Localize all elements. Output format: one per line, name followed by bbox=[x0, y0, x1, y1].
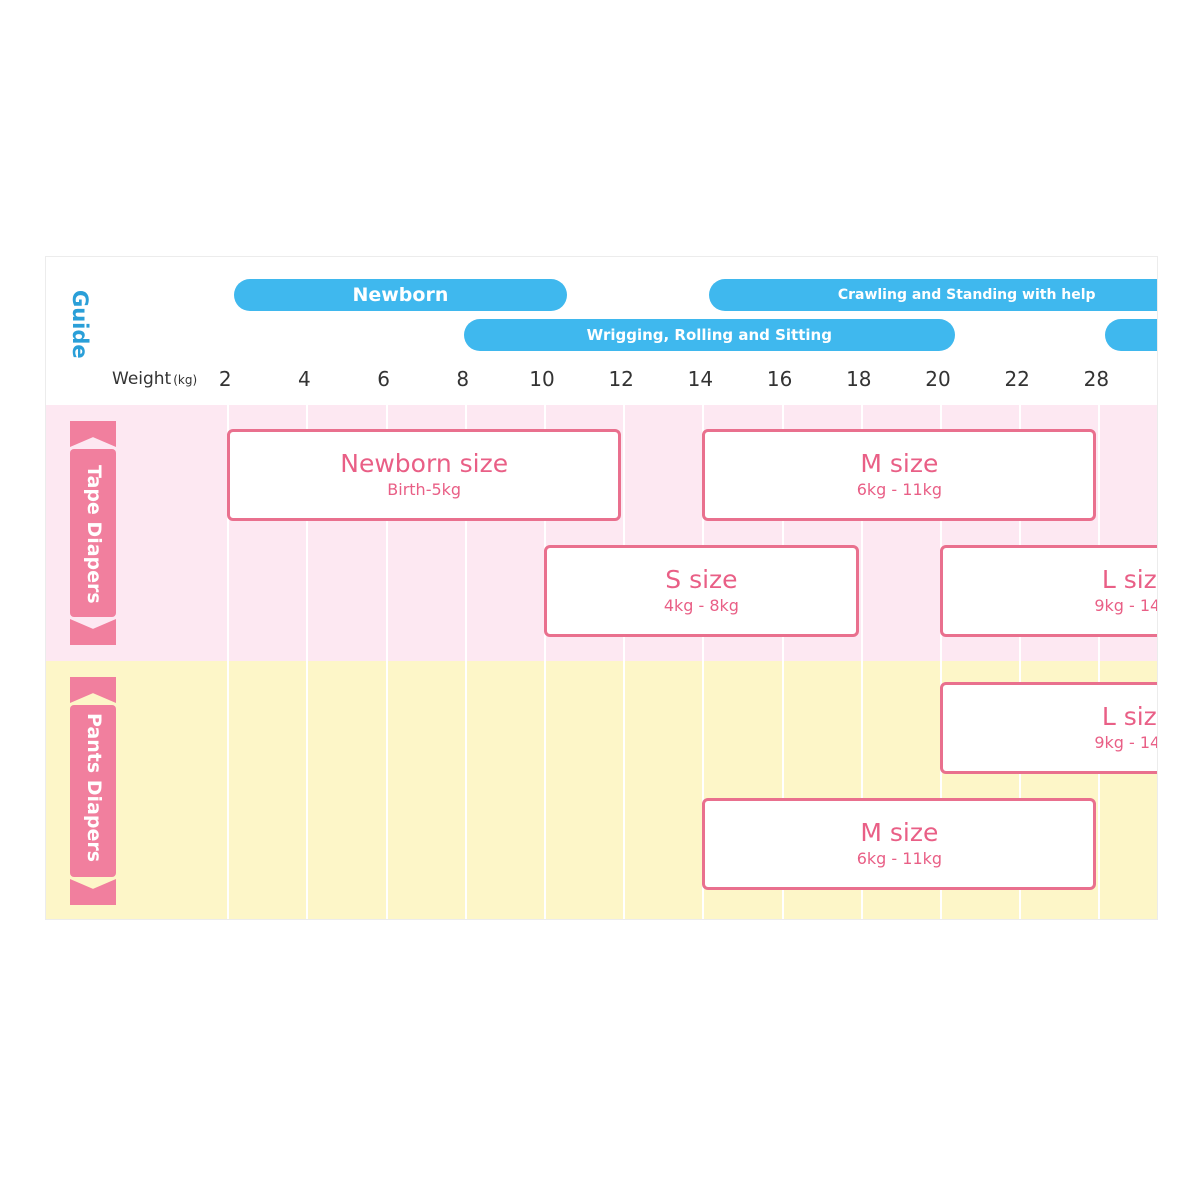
gridline bbox=[385, 405, 388, 919]
weight-axis-text: Weight bbox=[112, 369, 172, 389]
size-box: L size 9kg - 14kg bbox=[940, 545, 1157, 637]
tape-diapers-ribbon: Tape Diapers bbox=[70, 421, 116, 645]
gridline bbox=[860, 405, 863, 919]
size-chart-panel: Guide Newborn Crawling and Standing with … bbox=[45, 256, 1158, 920]
size-name: M size bbox=[860, 818, 939, 847]
size-box: S size 4kg - 8kg bbox=[544, 545, 859, 637]
gridline bbox=[227, 405, 230, 919]
gridline bbox=[702, 405, 705, 919]
guide-stage-pill: Newborn bbox=[234, 279, 567, 311]
gridline bbox=[306, 405, 309, 919]
axis-tick-label: 6 bbox=[377, 367, 390, 391]
axis-tick-label: 20 bbox=[925, 367, 951, 391]
weight-axis-label: Weight(kg) bbox=[112, 369, 197, 389]
gridline bbox=[781, 405, 784, 919]
gridline bbox=[1098, 405, 1101, 919]
size-box: M size 6kg - 11kg bbox=[702, 429, 1097, 521]
size-range: 9kg - 14kg bbox=[1094, 733, 1157, 752]
ribbon-bottom-notch bbox=[70, 619, 116, 645]
axis-tick-label: 8 bbox=[456, 367, 470, 391]
size-name: M size bbox=[860, 449, 939, 478]
size-range: 6kg - 11kg bbox=[856, 849, 943, 868]
size-box: M size 6kg - 11kg bbox=[702, 798, 1097, 890]
size-name: S size bbox=[665, 565, 738, 594]
size-range: 4kg - 8kg bbox=[663, 596, 739, 615]
size-name: L size bbox=[1101, 565, 1157, 594]
gridline bbox=[623, 405, 626, 919]
size-range: Birth-5kg bbox=[387, 480, 462, 499]
axis-tick-label: 28 bbox=[1083, 367, 1110, 391]
axis-tick-label: 12 bbox=[608, 367, 634, 391]
tape-diapers-label: Tape Diapers bbox=[83, 465, 105, 604]
axis-tick-label: 2 bbox=[218, 367, 232, 391]
guide-stage-pill: Crawling and Standing with help bbox=[709, 279, 1157, 311]
axis-tick-label: 16 bbox=[766, 367, 793, 391]
axis-tick-label: 22 bbox=[1004, 367, 1030, 391]
size-range: 6kg - 11kg bbox=[856, 480, 943, 499]
ribbon-top-notch bbox=[70, 677, 116, 703]
ribbon-body bbox=[70, 449, 116, 617]
pants-diapers-label: Pants Diapers bbox=[83, 713, 105, 863]
axis-tick-label: 14 bbox=[687, 367, 714, 391]
size-name: L size bbox=[1101, 702, 1157, 731]
size-name: Newborn size bbox=[340, 449, 509, 478]
guide-stage-pill: Standing and Walking bbox=[1105, 319, 1157, 351]
gridline bbox=[544, 405, 546, 919]
pants-diapers-ribbon: Pants Diapers bbox=[70, 677, 116, 905]
weight-axis-unit: (kg) bbox=[173, 373, 198, 387]
axis-tick-label: 10 bbox=[529, 367, 555, 391]
axis-tick-label: 18 bbox=[846, 367, 872, 391]
ribbon-body bbox=[70, 705, 116, 877]
ribbon-top-notch bbox=[70, 421, 116, 447]
size-range: 9kg - 14kg bbox=[1094, 596, 1157, 615]
size-box: L size 9kg - 14kg bbox=[940, 682, 1157, 774]
guide-title-text: Guide bbox=[68, 290, 92, 359]
gridline bbox=[940, 405, 942, 919]
guide-stage-pill: Wrigging, Rolling and Sitting bbox=[463, 319, 955, 351]
gridline bbox=[464, 405, 467, 919]
axis-tick-label: 4 bbox=[298, 367, 311, 391]
ribbon-bottom-notch bbox=[70, 879, 116, 905]
gridline bbox=[1019, 405, 1022, 919]
